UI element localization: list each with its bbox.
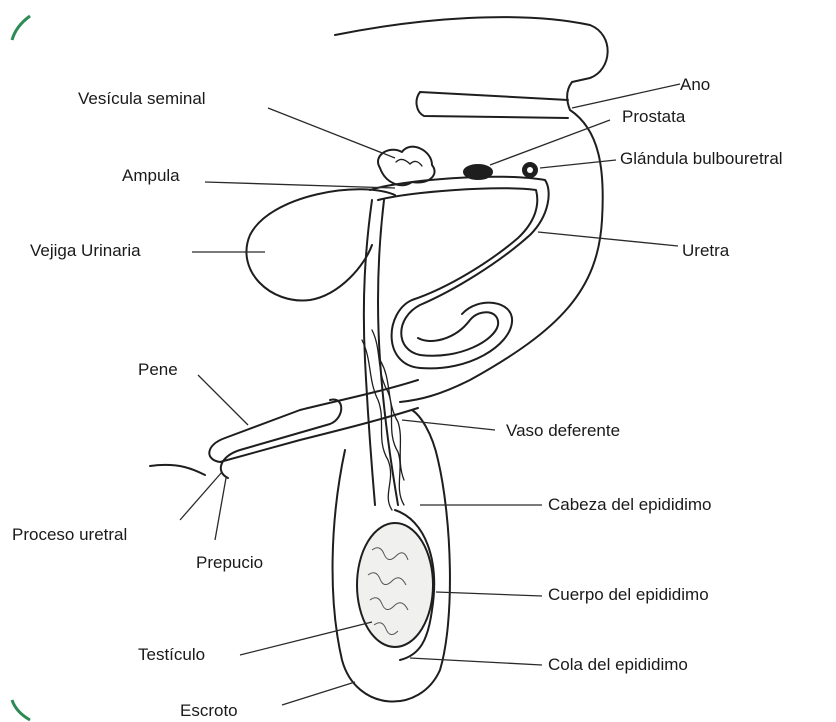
urethra-outer — [370, 177, 549, 356]
label-proceso-uretral: Proceso uretral — [12, 525, 127, 544]
rectum — [417, 92, 568, 118]
leader-prostata — [490, 120, 610, 165]
preputial-sheath — [221, 400, 341, 478]
leader-prepucio — [215, 478, 226, 540]
label-prepucio: Prepucio — [196, 553, 263, 572]
top-left-corner-accent — [12, 16, 30, 40]
vas-deferens-left — [364, 200, 375, 505]
seminal-vesicle-detail — [396, 159, 422, 166]
body-outline — [335, 17, 608, 402]
testis — [357, 523, 433, 647]
leader-vaso — [402, 420, 495, 430]
leader-proceso — [180, 472, 222, 520]
leader-uretra — [538, 232, 678, 246]
leader-glandula — [540, 160, 616, 168]
leader-escroto — [282, 682, 355, 705]
label-vejiga-urinaria: Vejiga Urinaria — [30, 241, 141, 260]
label-pene: Pene — [138, 360, 178, 379]
leader-vesicula — [268, 108, 395, 158]
urinary-bladder — [246, 189, 395, 300]
label-vaso-deferente: Vaso deferente — [506, 421, 620, 440]
label-ano: Ano — [680, 75, 710, 94]
leader-testiculo — [240, 622, 372, 655]
label-glandula-bulbouretral: Glándula bulbouretral — [620, 149, 783, 168]
belly-outline — [150, 465, 205, 475]
label-testiculo: Testículo — [138, 645, 205, 664]
leader-cola — [410, 658, 542, 665]
label-prostata: Prostata — [622, 107, 686, 126]
leader-cuerpo — [436, 592, 542, 596]
label-vesicula-seminal: Vesícula seminal — [78, 89, 206, 108]
label-escroto: Escroto — [180, 701, 238, 720]
label-cuerpo-epididimo: Cuerpo del epididimo — [548, 585, 709, 604]
label-ampula: Ampula — [122, 166, 180, 185]
leader-ano — [572, 84, 680, 108]
label-cabeza-epididimo: Cabeza del epididimo — [548, 495, 712, 514]
label-uretra: Uretra — [682, 241, 730, 260]
bottom-left-corner-accent — [12, 700, 30, 720]
label-cola-epididimo: Cola del epididimo — [548, 655, 688, 674]
leader-pene — [198, 375, 248, 425]
leader-ampula — [205, 182, 395, 188]
